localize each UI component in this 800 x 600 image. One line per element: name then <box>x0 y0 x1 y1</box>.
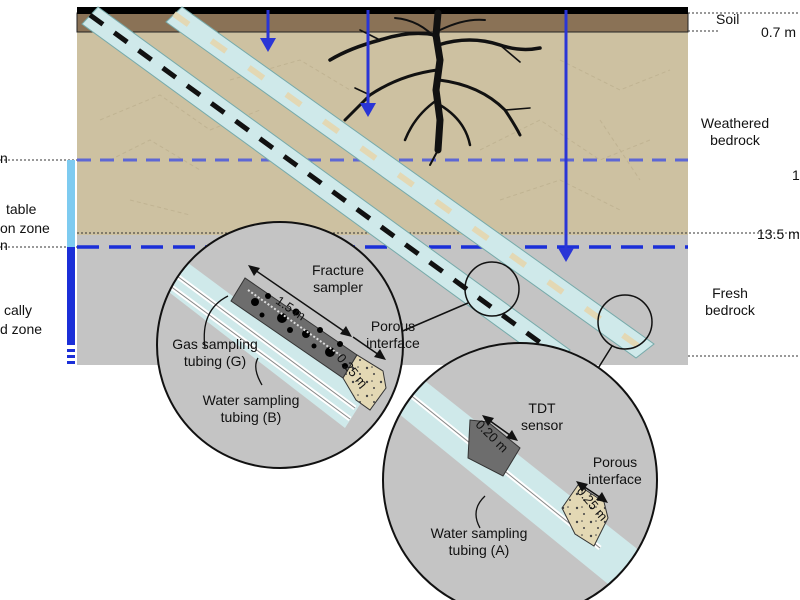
fracture-sampler-label: Fracture sampler <box>298 262 378 296</box>
gas-sampling-tubing-label: Gas sampling tubing (G) <box>165 336 265 370</box>
tdt-label-line1: TDT <box>528 400 556 416</box>
gas-label-line1: Gas sampling <box>172 336 258 352</box>
gas-label-line2: tubing (G) <box>183 353 247 369</box>
saturated-zone-label-1: cally <box>4 302 33 318</box>
water-sampling-tubing-a-label: Water sampling tubing (A) <box>424 525 534 559</box>
infiltration-arrows <box>260 10 574 262</box>
water-table-fluctuation-bar <box>67 160 75 247</box>
fracture-sampler <box>230 277 358 379</box>
fresh-bedrock-label: Fresh bedrock <box>695 285 765 319</box>
leader-arrow-right <box>475 495 486 529</box>
fresh-label-line1: Fresh <box>712 285 748 301</box>
soil-depth-label: 0.7 m <box>761 24 797 40</box>
depth-lines <box>0 12 800 357</box>
water-b-line1: Water sampling <box>202 392 300 408</box>
fresh-label-line2: bedrock <box>705 302 755 318</box>
weathered-bedrock-layer <box>77 25 688 235</box>
connector-left <box>397 302 469 334</box>
magnifier-circle-right <box>597 294 653 350</box>
weathered-label-line2: bedrock <box>710 132 760 148</box>
tdt-sensor <box>467 419 521 477</box>
weathered-depth-label: 13.5 m <box>757 226 800 242</box>
water-sampling-tubing-b-label: Water sampling tubing (B) <box>196 392 306 426</box>
magnifier-circle-left <box>464 261 520 317</box>
soil-label: Soil <box>716 11 740 27</box>
sampler-label-line1: Fracture <box>311 262 365 278</box>
porous-right-line2: interface <box>588 471 642 487</box>
tdt-sensor-label: TDT sensor <box>512 400 572 434</box>
water-b-line2: tubing (B) <box>220 409 282 425</box>
porous-right-line1: Porous <box>592 454 638 470</box>
porous-interface-right-label: Porous interface <box>580 454 650 488</box>
ground-surface <box>77 7 688 14</box>
tree-roots <box>328 9 542 166</box>
sampler-label-line2: sampler <box>313 279 363 295</box>
borehole-right <box>165 6 655 359</box>
porous-interface-left-label: Porous interface <box>358 318 428 352</box>
leader-arrows-left <box>203 295 263 386</box>
weathered-label-line1: Weathered <box>700 115 770 131</box>
left-tick-label-b: n <box>0 237 8 253</box>
tdt-label-line2: sensor <box>520 417 564 433</box>
water-table-label: table <box>6 201 37 217</box>
left-tick-label-a: n <box>0 150 8 166</box>
saturated-zone-bar <box>67 247 75 345</box>
porous-left-line2: interface <box>366 335 420 351</box>
water-a-line1: Water sampling <box>430 525 528 541</box>
saturated-zone-bar-tail <box>67 349 75 364</box>
porous-interface-left <box>342 354 387 411</box>
fluctuation-zone-label: on zone <box>0 220 50 236</box>
length-dimension-arrows <box>248 265 386 360</box>
water-a-line2: tubing (A) <box>448 542 510 558</box>
saturated-zone-label-2: d zone <box>0 321 43 337</box>
detail-circle-right <box>382 342 658 600</box>
sensor-dimension-arrows <box>482 415 608 503</box>
side-mark-label: 1 <box>792 167 800 183</box>
porous-left-line1: Porous <box>370 318 416 334</box>
porous-interface-right <box>561 484 609 547</box>
weathered-bedrock-label: Weathered bedrock <box>690 115 780 149</box>
